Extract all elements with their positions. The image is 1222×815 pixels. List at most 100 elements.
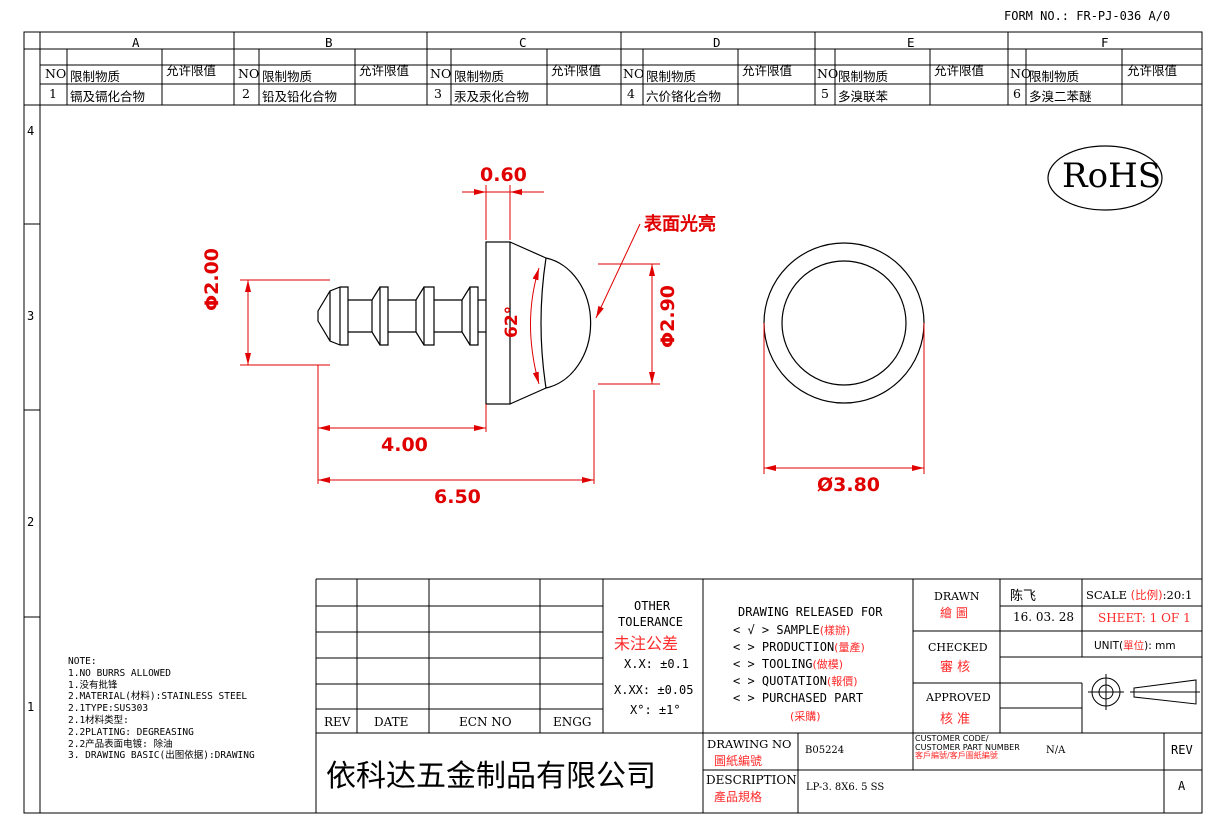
row-label-2: 2 — [27, 515, 35, 529]
note-line: 2.1TYPE:SUS303 — [68, 703, 149, 715]
header-no: NO — [623, 66, 645, 81]
unit-field: UNIT(單位): mm — [1094, 640, 1176, 652]
description-label: DESCRIPTION — [706, 773, 797, 787]
drawing-no-label: DRAWING NO — [707, 737, 792, 751]
substance-no: 3 — [434, 86, 442, 101]
release-item-sample: < √ > SAMPLE(樣辦) — [733, 623, 851, 637]
substance-name: 铅及铅化合物 — [262, 89, 338, 104]
description-value: LP-3. 8X6. 5 SS — [806, 782, 885, 793]
note-line: 2.1材料类型: — [68, 714, 129, 726]
note-line: NOTE: — [68, 656, 97, 667]
rohs-mark: RoHS — [1062, 156, 1162, 196]
substance-no: 6 — [1013, 86, 1021, 101]
column-label-b: B — [325, 35, 333, 50]
notes-block: NOTE: 1.NO BURRS ALLOWED 1.没有批锋 2.MATERI… — [68, 656, 255, 762]
tolerance-title-cn: 未注公差 — [614, 634, 679, 653]
drawn-label-cn: 繪 圖 — [940, 606, 968, 620]
dimension-head-diameter: Φ2.90 — [657, 284, 679, 348]
release-item-tooling: < > TOOLING(做模) — [733, 657, 844, 671]
header-substance: 限制物质 — [838, 69, 889, 84]
tolerance-xx: X.X: ±0.1 — [624, 657, 690, 671]
row-label-1: 1 — [27, 700, 35, 714]
note-line: 2.2PLATING: DEGREASING — [68, 726, 194, 738]
header-no: NO — [238, 66, 260, 81]
rev-header: REV — [324, 715, 351, 729]
substance-name: 六价铬化合物 — [646, 89, 722, 104]
part-front-view — [763, 242, 925, 404]
column-label-a: A — [132, 35, 140, 50]
header-substance: 限制物质 — [646, 69, 697, 84]
row-label-3: 3 — [27, 309, 35, 323]
form-number: FORM NO.: FR-PJ-036 A/0 — [1004, 9, 1171, 23]
header-no: NO — [1010, 66, 1032, 81]
substance-no: 5 — [821, 86, 829, 101]
release-title: DRAWING RELEASED FOR — [738, 605, 883, 619]
header-substance: 限制物质 — [454, 69, 505, 84]
rev-value: A — [1178, 779, 1186, 793]
header-substance: 限制物质 — [70, 69, 121, 84]
release-item-production: < > PRODUCTION(量產) — [733, 640, 865, 654]
approved-label-cn: 核 准 — [940, 712, 971, 727]
tolerance-angle: X°: ±1° — [630, 703, 681, 717]
drawing-no-label-cn: 圖紙編號 — [714, 754, 763, 768]
substance-name: 多溴二苯醚 — [1029, 89, 1092, 104]
note-line: 1.没有批锋 — [68, 679, 118, 691]
engg-header: ENGG — [553, 715, 592, 729]
drawn-label: DRAWN — [934, 590, 980, 603]
header-substance: 限制物质 — [1029, 69, 1080, 84]
substance-no: 2 — [242, 86, 250, 101]
column-label-d: D — [713, 35, 721, 50]
header-limit: 允许限值 — [166, 63, 217, 78]
release-item-quotation: < > QUOTATION(報價) — [733, 674, 858, 688]
release-item-purchased-cn: (采購) — [790, 710, 821, 723]
header-substance: 限制物质 — [262, 69, 313, 84]
ecn-header: ECN NO — [459, 715, 512, 729]
tolerance-title: OTHER — [634, 599, 671, 613]
customer-code-value: N/A — [1046, 745, 1066, 756]
drawn-name: 陈飞 — [1010, 589, 1037, 604]
checked-label: CHECKED — [928, 641, 988, 654]
row-label-4: 4 — [27, 124, 35, 138]
substance-name: 多溴联苯 — [838, 89, 889, 104]
description-label-cn: 產品規格 — [714, 790, 763, 804]
dimension-outer-diameter: Ø3.80 — [817, 474, 881, 496]
header-limit: 允许限值 — [359, 63, 410, 78]
tolerance-title: TOLERANCE — [618, 615, 684, 629]
dimension-shaft-length: 4.00 — [381, 434, 428, 456]
header-limit: 允许限值 — [1127, 63, 1178, 78]
dimension-total-length: 6.50 — [434, 486, 481, 508]
company-name: 依科达五金制品有限公司 — [326, 759, 656, 794]
release-list: < √ > SAMPLE(樣辦) < > PRODUCTION(量產) < > … — [733, 622, 865, 706]
projection-symbol — [1088, 674, 1200, 710]
column-label-f: F — [1101, 35, 1109, 50]
note-line: 2.2产品表面电镀: 除油 — [68, 738, 173, 750]
release-item-purchased: < > PURCHASED PART — [733, 691, 864, 705]
substance-no: 1 — [49, 86, 57, 101]
substance-name: 汞及汞化合物 — [454, 89, 530, 104]
customer-code-label: CUSTOMER CODE/ CUSTOMER PART NUMBER 客戶編號… — [915, 734, 1020, 760]
note-line: 2.MATERIAL(材料):STAINLESS STEEL — [68, 691, 248, 703]
substance-name: 镉及镉化合物 — [70, 89, 146, 104]
rohs-oval — [1047, 145, 1163, 211]
header-limit: 允许限值 — [551, 63, 602, 78]
header-limit: 允许限值 — [934, 63, 985, 78]
rev-label: REV — [1171, 743, 1193, 757]
dimension-shaft-diameter: Φ2.00 — [201, 247, 223, 311]
approved-label: APPROVED — [926, 691, 991, 704]
dimension-dome-angle: 62° — [502, 305, 522, 338]
header-no: NO — [817, 66, 839, 81]
header-no: NO — [45, 66, 67, 81]
column-label-c: C — [519, 35, 527, 50]
drawing-no-value: B05224 — [805, 745, 845, 756]
checked-label-cn: 審 核 — [940, 660, 971, 675]
note-line: 3. DRAWING BASIC(出图依据):DRAWING — [68, 750, 255, 762]
column-label-e: E — [907, 35, 915, 50]
header-limit: 允许限值 — [742, 63, 793, 78]
scale-field: SCALE (比例):20:1 — [1086, 588, 1193, 602]
tolerance-xxx: X.XX: ±0.05 — [614, 683, 694, 697]
sheet-field: SHEET: 1 OF 1 — [1098, 611, 1191, 625]
surface-note: 表面光亮 — [644, 214, 716, 235]
drawn-date: 16. 03. 28 — [1013, 610, 1075, 624]
note-line: 1.NO BURRS ALLOWED — [68, 667, 171, 679]
substance-no: 4 — [627, 86, 635, 101]
